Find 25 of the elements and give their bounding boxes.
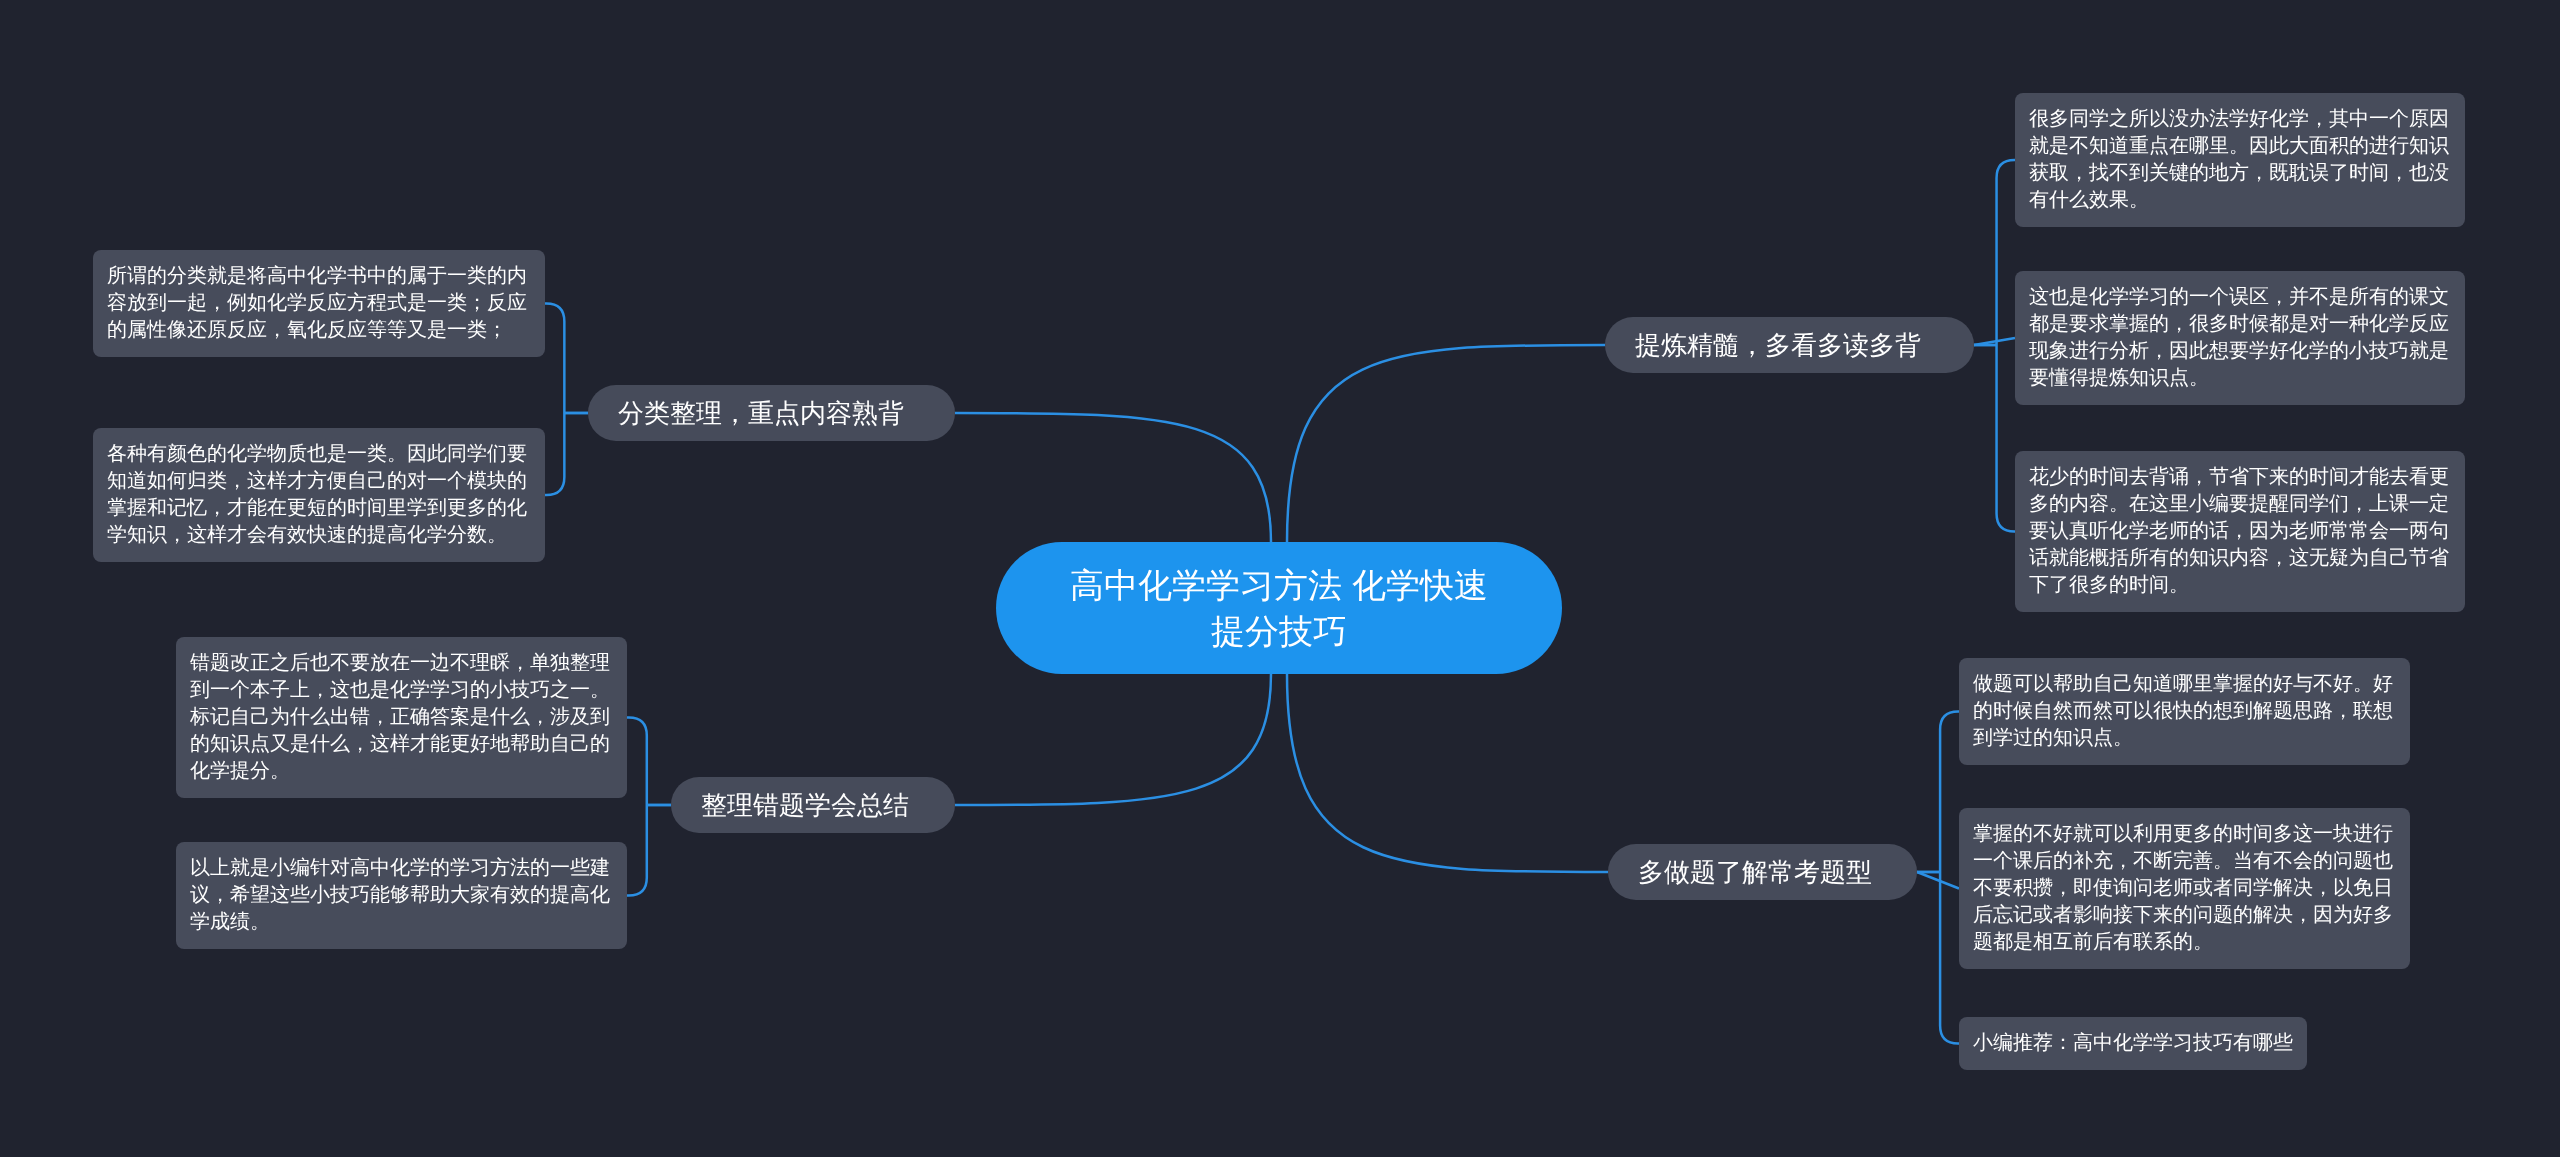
connector-line <box>1915 870 1961 1045</box>
branch-topic: 多做题了解常考题型 <box>1608 844 1917 900</box>
connector-line <box>1285 343 1605 543</box>
connector-line <box>1916 870 1960 890</box>
branch-topic: 整理错题学会总结 <box>671 777 955 833</box>
connector-line <box>1285 673 1608 874</box>
note-card: 错题改正之后也不要放在一边不理睬，单独整理到一个本子上，这也是化学学习的小技巧之一。标记自己为什么出错，正确答案是什么，涉及到的知识点又是什么，这样才能更好地帮助自己的化学提分。 <box>176 637 627 798</box>
connector-line <box>625 803 673 897</box>
note-card: 所谓的分类就是将高中化学书中的属于一类的内容放到一起，例如化学反应方程式是一类；反应的属性像还原反应，氧化反应等等又是一类； <box>93 250 545 357</box>
note-card: 很多同学之所以没办法学好化学，其中一个原因就是不知道重点在哪里。因此大面积的进行知识获取，找不到关键的地方，既耽误了时间，也没有什么效果。 <box>2015 93 2465 227</box>
note-card: 小编推荐：高中化学学习技巧有哪些 <box>1959 1017 2307 1070</box>
connector-line <box>543 411 590 497</box>
connector-line <box>1972 343 2017 533</box>
branch-topic: 分类整理，重点内容熟背 <box>588 385 955 441</box>
note-card: 以上就是小编针对高中化学的学习方法的一些建议，希望这些小技巧能够帮助大家有效的提高化学成绩。 <box>176 842 627 949</box>
connector-line <box>1973 336 2016 347</box>
note-card: 花少的时间去背诵，节省下来的时间才能去看更多的内容。在这里小编要提醒同学们，上课一定要认真听化学老师的话，因为老师常常会一两句话就能概括所有的知识内容，这无疑为自己节省下了很多的时间。 <box>2015 451 2465 612</box>
branch-topic: 提炼精髓，多看多读多背 <box>1605 317 1974 373</box>
connector-line <box>955 673 1273 807</box>
note-card: 这也是化学学习的一个误区，并不是所有的课文都是要求掌握的，很多时候都是对一种化学反应现象进行分析，因此想要学好化学的小技巧就是要懂得提炼知识点。 <box>2015 271 2465 405</box>
note-card: 掌握的不好就可以利用更多的时间多这一块进行一个课后的补充，不断完善。当有不会的问题也不要积攒，即使询问老师或者同学解决，以免日后忘记或者影响接下来的问题的解决，因为好多题都是相互前后有联系的。 <box>1959 808 2410 969</box>
note-card: 各种有颜色的化学物质也是一类。因此同学们要知道如何归类，这样才方便自己的对一个模块的掌握和记忆，才能在更短的时间里学到更多的化学知识，这样才会有效快速的提高化学分数。 <box>93 428 545 562</box>
topic-bubble: 高中化学学习方法 化学快速提分技巧 <box>996 542 1562 674</box>
connector-line <box>955 411 1273 543</box>
note-card: 做题可以帮助自己知道哪里掌握的好与不好。好的时候自然而然可以很快的想到解题思路，联想到学过的知识点。 <box>1959 658 2410 765</box>
